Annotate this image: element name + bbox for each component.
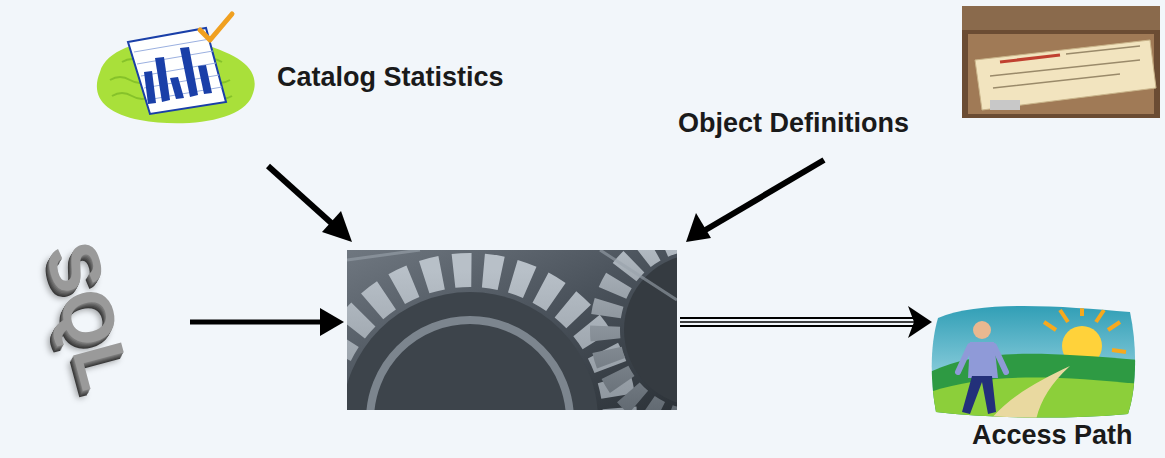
gears-picture: [347, 250, 677, 410]
node-label: Object Definitions: [678, 108, 909, 139]
statistics-icon: [97, 14, 255, 123]
label-node: Access Path: [972, 420, 1133, 451]
flow-arrows: [190, 160, 932, 338]
card-file-icon: [962, 6, 1160, 118]
node-label: Access Path: [972, 420, 1133, 451]
sql-logo-text: SQL: [29, 233, 147, 397]
node-label: Catalog Statistics: [277, 62, 504, 93]
label-node: Object Definitions: [678, 108, 909, 139]
path-icon: [930, 300, 1140, 420]
label-node: Catalog Statistics: [277, 62, 504, 93]
sql-node: SQL: [8, 200, 168, 430]
